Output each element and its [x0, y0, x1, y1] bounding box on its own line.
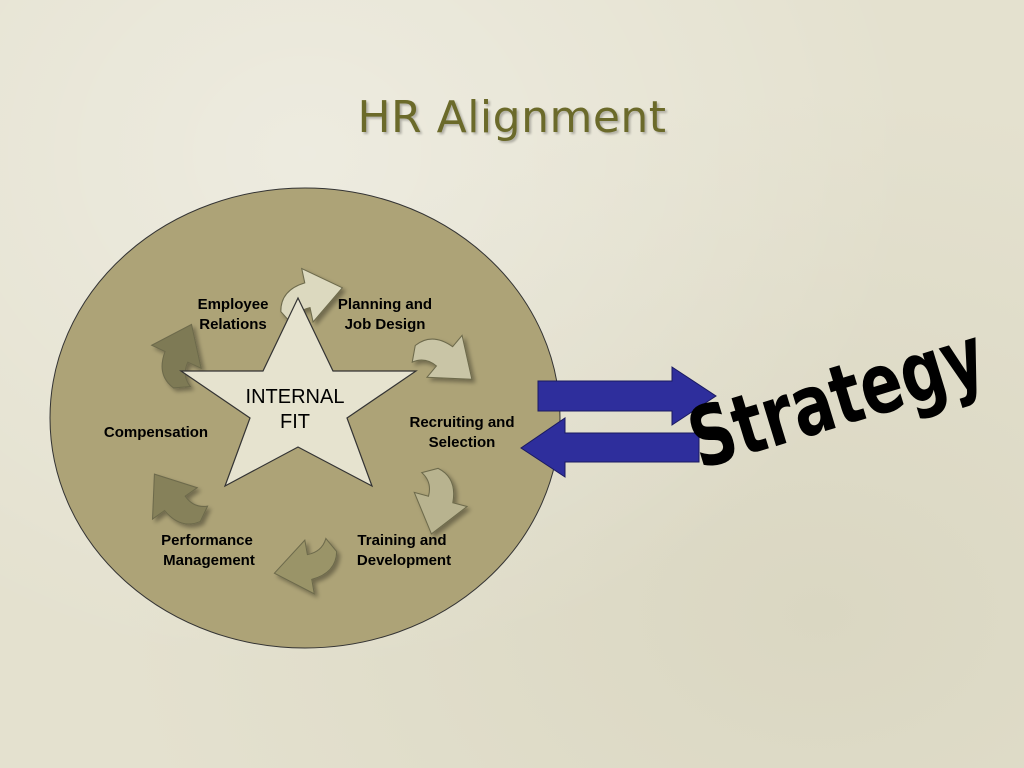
node-planning-line1: Planning and	[338, 296, 432, 313]
node-recruiting-line1: Recruiting and	[409, 414, 514, 431]
node-compensation-label: Compensation	[104, 424, 208, 441]
alignment-arrows	[520, 366, 717, 478]
center-label-line2: FIT	[280, 411, 310, 433]
center-label-line1: INTERNAL	[246, 386, 345, 408]
node-training-line1: Training and	[357, 532, 446, 549]
node-employee-relations-line1: Employee	[198, 296, 269, 313]
node-training-line2: Development	[357, 552, 451, 569]
node-employee-relations-line2: Relations	[199, 316, 267, 333]
left-arrow-icon	[520, 417, 700, 478]
node-recruiting-line2: Selection	[429, 434, 496, 451]
slide-title: HR Alignment	[357, 92, 667, 143]
internal-fit-star-icon	[179, 296, 418, 488]
strategy-wordart: Strategy	[678, 308, 996, 489]
right-arrow-icon	[537, 366, 717, 426]
node-planning-line2: Job Design	[345, 316, 426, 333]
node-performance-line2: Management	[163, 552, 255, 569]
node-performance-line1: Performance	[161, 532, 253, 549]
